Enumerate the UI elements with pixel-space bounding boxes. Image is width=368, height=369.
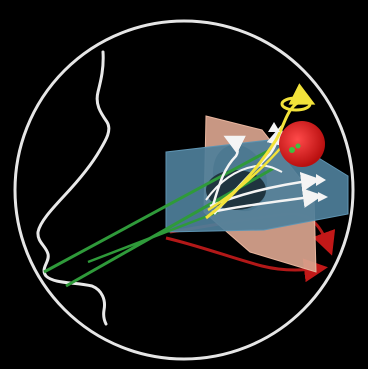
red-spherical-target: [279, 121, 325, 167]
target-green-spot-2: [296, 144, 301, 149]
white-arrowhead-up: [268, 122, 280, 132]
target-green-spot-1: [289, 147, 295, 153]
